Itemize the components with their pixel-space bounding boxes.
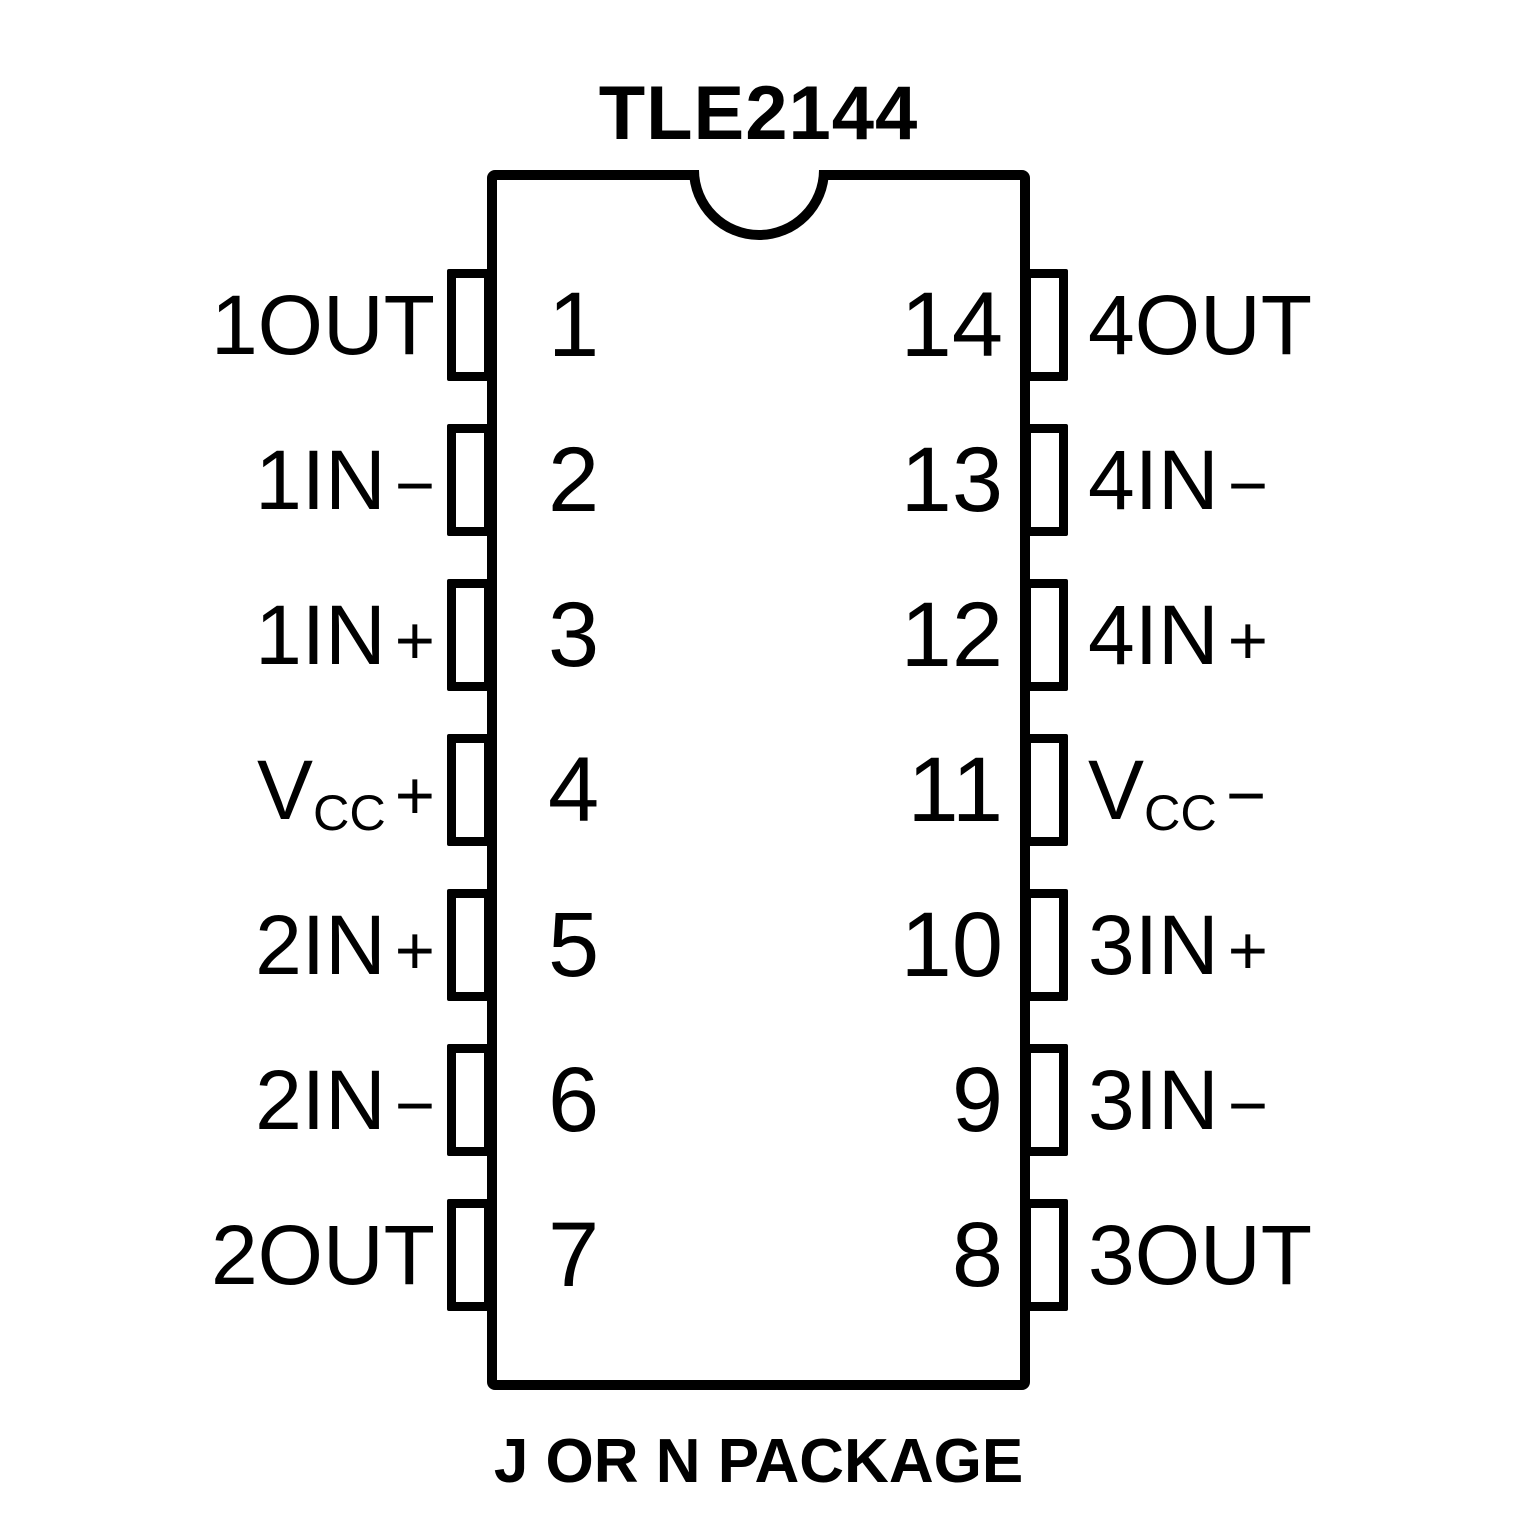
chip-body [487,170,1030,1390]
pin-number-5: 5 [548,894,600,996]
pin-lead-11 [1022,734,1068,846]
pin-number-7: 7 [548,1204,600,1306]
pin-lead-12 [1022,579,1068,691]
pin-label-8: 3OUT [1088,1208,1313,1302]
pin-number-2: 2 [548,429,600,531]
pin-label-5: 2IN+ [255,898,435,992]
pin-lead-7 [447,1199,493,1311]
pin-lead-9 [1022,1044,1068,1156]
pin-number-12: 12 [900,584,1003,686]
pin-number-3: 3 [548,584,600,686]
pin-label-13: 4IN− [1088,433,1268,527]
pin-number-13: 13 [900,429,1003,531]
pin-row: 1IN+ 3 12 4IN+ [0,570,1535,700]
pin-lead-1 [447,269,493,381]
pin-label-11: VCC− [1088,743,1267,842]
pin-number-10: 10 [900,894,1003,996]
chip-title: TLE2144 [598,71,919,156]
pin-label-10: 3IN+ [1088,898,1268,992]
chip-notch [688,170,829,240]
pin-row: 2OUT 7 8 3OUT [0,1190,1535,1320]
pin-row: VCC+ 4 11 VCC− [0,725,1535,855]
pin-label-2: 1IN− [255,433,435,527]
pin-number-1: 1 [548,274,600,376]
pin-label-14: 4OUT [1088,278,1313,372]
pin-number-14: 14 [900,274,1003,376]
pin-lead-5 [447,889,493,1001]
pin-number-6: 6 [548,1049,600,1151]
pin-row: 1OUT 1 14 4OUT [0,260,1535,390]
pin-lead-10 [1022,889,1068,1001]
pin-number-4: 4 [548,739,600,841]
pin-number-9: 9 [951,1049,1003,1151]
package-caption: J OR N PACKAGE [493,1427,1024,1496]
pin-label-7: 2OUT [210,1208,435,1302]
pin-label-6: 2IN− [255,1053,435,1147]
pin-number-11: 11 [907,739,1003,841]
pin-lead-13 [1022,424,1068,536]
pin-number-8: 8 [951,1204,1003,1306]
pin-lead-14 [1022,269,1068,381]
pin-lead-3 [447,579,493,691]
pin-label-9: 3IN− [1088,1053,1268,1147]
pin-lead-6 [447,1044,493,1156]
pin-label-12: 4IN+ [1088,588,1268,682]
pin-lead-2 [447,424,493,536]
pin-label-1: 1OUT [210,278,435,372]
pin-row: 2IN− 6 9 3IN− [0,1035,1535,1165]
pin-label-3: 1IN+ [255,588,435,682]
pin-lead-4 [447,734,493,846]
pin-lead-8 [1022,1199,1068,1311]
pin-row: 2IN+ 5 10 3IN+ [0,880,1535,1010]
pin-label-4: VCC+ [256,743,435,842]
pin-row: 1IN− 2 13 4IN− [0,415,1535,545]
